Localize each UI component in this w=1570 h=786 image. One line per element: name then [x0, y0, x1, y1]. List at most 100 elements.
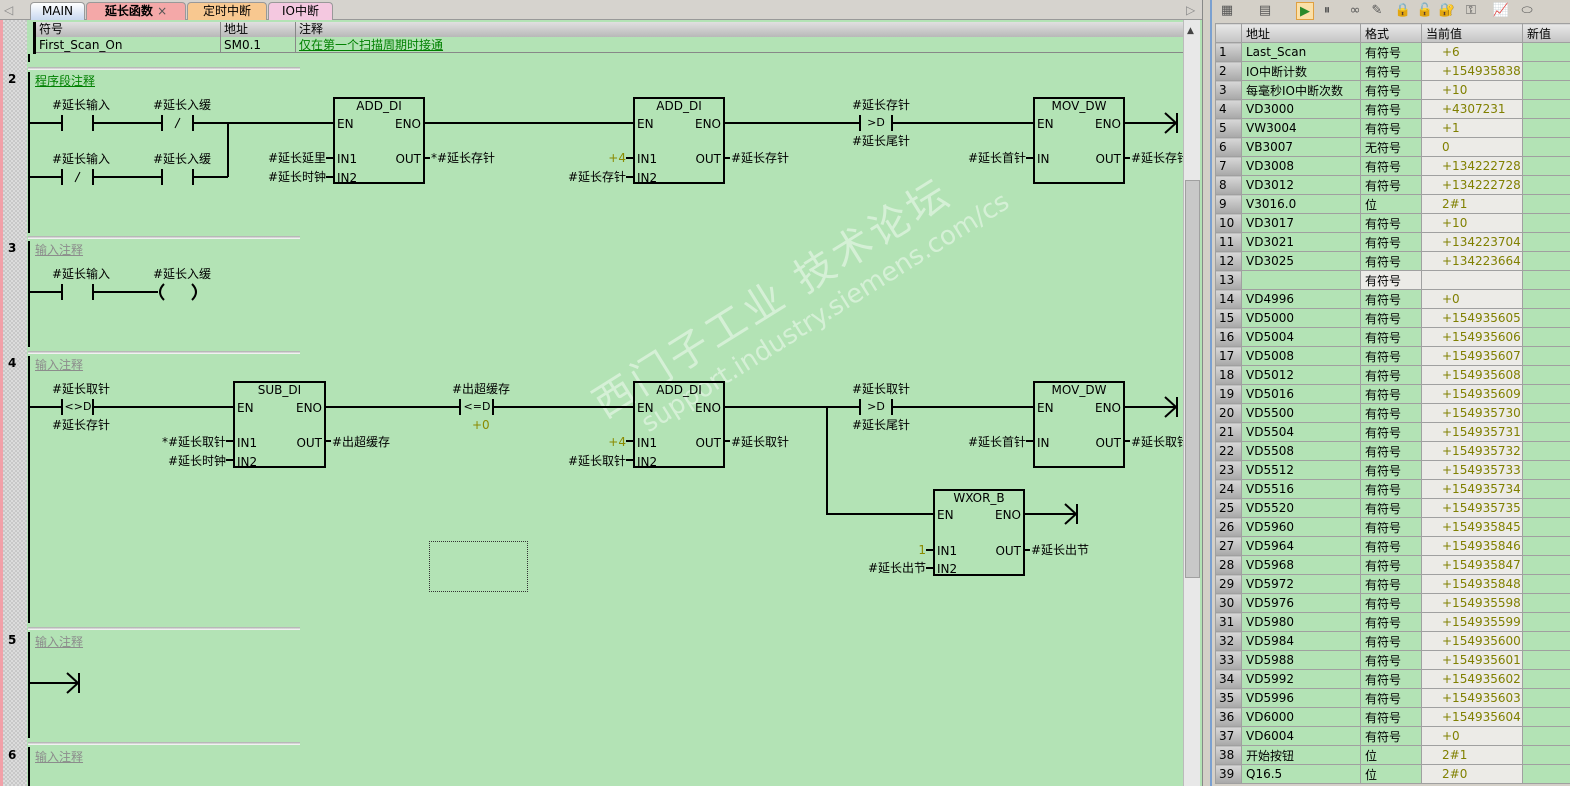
new-value-column-header[interactable]: 新值 [1522, 23, 1570, 43]
address-cell[interactable]: VD5968 [1241, 555, 1361, 575]
trend-chart-icon[interactable]: 📈 [1492, 3, 1510, 18]
address-cell[interactable]: VD3021 [1241, 232, 1361, 252]
ladder-editor[interactable]: ◁ MAIN 延长函数 × 定时中断 IO中断 ▷ 符号 地址 注释 First… [0, 0, 1202, 786]
format-cell[interactable]: 有符号 [1360, 118, 1422, 138]
new-value-cell[interactable] [1522, 80, 1570, 100]
format-cell[interactable]: 有符号 [1360, 441, 1422, 461]
new-value-cell[interactable] [1522, 517, 1570, 537]
new-value-cell[interactable] [1522, 118, 1570, 138]
new-value-cell[interactable] [1522, 194, 1570, 214]
format-cell[interactable]: 无符号 [1360, 137, 1422, 157]
tab-main[interactable]: MAIN [30, 2, 85, 20]
address-cell[interactable]: VD5972 [1241, 574, 1361, 594]
new-value-cell[interactable] [1522, 308, 1570, 328]
address-cell[interactable]: VD4996 [1241, 289, 1361, 309]
new-value-cell[interactable] [1522, 213, 1570, 233]
new-value-cell[interactable] [1522, 441, 1570, 461]
format-cell[interactable]: 有符号 [1360, 99, 1422, 119]
address-cell[interactable]: VD5996 [1241, 688, 1361, 708]
address-cell[interactable]: VD5508 [1241, 441, 1361, 461]
address-cell[interactable]: VD5000 [1241, 308, 1361, 328]
new-value-cell[interactable] [1522, 498, 1570, 518]
format-cell[interactable]: 有符号 [1360, 650, 1422, 670]
add-di-block[interactable]: ADD_DI EN ENO IN1 OUT IN2 [633, 381, 725, 469]
new-value-cell[interactable] [1522, 745, 1570, 765]
add-di-block[interactable]: ADD_DI EN ENO IN1 OUT IN2 [633, 97, 725, 185]
compare-contact[interactable]: >D [867, 116, 885, 129]
network-comment[interactable]: 程序段注释 [35, 74, 96, 88]
new-value-cell[interactable] [1522, 156, 1570, 176]
address-cell[interactable]: VD5016 [1241, 384, 1361, 404]
address-cell[interactable]: VD5960 [1241, 517, 1361, 537]
new-value-cell[interactable] [1522, 764, 1570, 784]
address-cell[interactable]: VD5520 [1241, 498, 1361, 518]
new-value-cell[interactable] [1522, 384, 1570, 404]
format-cell[interactable]: 有符号 [1360, 270, 1422, 290]
format-cell[interactable]: 有符号 [1360, 460, 1422, 480]
format-cell[interactable]: 有符号 [1360, 631, 1422, 651]
format-cell[interactable]: 有符号 [1360, 422, 1422, 442]
format-cell[interactable]: 有符号 [1360, 42, 1422, 62]
network-comment[interactable]: 输入注释 [35, 750, 84, 764]
format-cell[interactable]: 有符号 [1360, 669, 1422, 689]
format-cell[interactable]: 有符号 [1360, 175, 1422, 195]
run-icon[interactable]: ▶ [1296, 2, 1314, 20]
address-cell[interactable]: VD5992 [1241, 669, 1361, 689]
editor-vertical-scrollbar[interactable]: ▲ [1183, 20, 1200, 786]
address-cell[interactable]: VD5012 [1241, 365, 1361, 385]
format-cell[interactable]: 有符号 [1360, 251, 1422, 271]
address-cell[interactable]: VD5512 [1241, 460, 1361, 480]
tab-scroll-right-icon[interactable]: ▷ [1186, 3, 1196, 17]
address-cell[interactable]: VD6000 [1241, 707, 1361, 727]
format-cell[interactable]: 有符号 [1360, 289, 1422, 309]
mov-dw-block[interactable]: MOV_DW EN ENO IN OUT [1033, 97, 1125, 184]
new-value-cell[interactable] [1522, 251, 1570, 271]
new-value-cell[interactable] [1522, 555, 1570, 575]
address-cell[interactable]: Q16.5 [1241, 764, 1361, 784]
address-cell[interactable]: VD5964 [1241, 536, 1361, 556]
format-cell[interactable]: 有符号 [1360, 726, 1422, 746]
format-cell[interactable]: 有符号 [1360, 688, 1422, 708]
new-value-cell[interactable] [1522, 42, 1570, 62]
new-value-cell[interactable] [1522, 460, 1570, 480]
format-cell[interactable]: 有符号 [1360, 308, 1422, 328]
new-value-cell[interactable] [1522, 61, 1570, 81]
format-cell[interactable]: 有符号 [1360, 612, 1422, 632]
format-cell[interactable]: 有符号 [1360, 479, 1422, 499]
lock-icon[interactable]: 🔒 [1394, 3, 1412, 18]
new-value-cell[interactable] [1522, 688, 1570, 708]
format-cell[interactable]: 有符号 [1360, 498, 1422, 518]
format-cell[interactable]: 有符号 [1360, 403, 1422, 423]
new-value-cell[interactable] [1522, 650, 1570, 670]
new-value-cell[interactable] [1522, 289, 1570, 309]
format-cell[interactable]: 有符号 [1360, 365, 1422, 385]
mov-dw-block[interactable]: MOV_DW EN ENO IN OUT [1033, 381, 1125, 468]
format-cell[interactable]: 有符号 [1360, 536, 1422, 556]
unlock-all-icon[interactable]: ⚿ [1466, 3, 1476, 18]
new-value-cell[interactable] [1522, 99, 1570, 119]
